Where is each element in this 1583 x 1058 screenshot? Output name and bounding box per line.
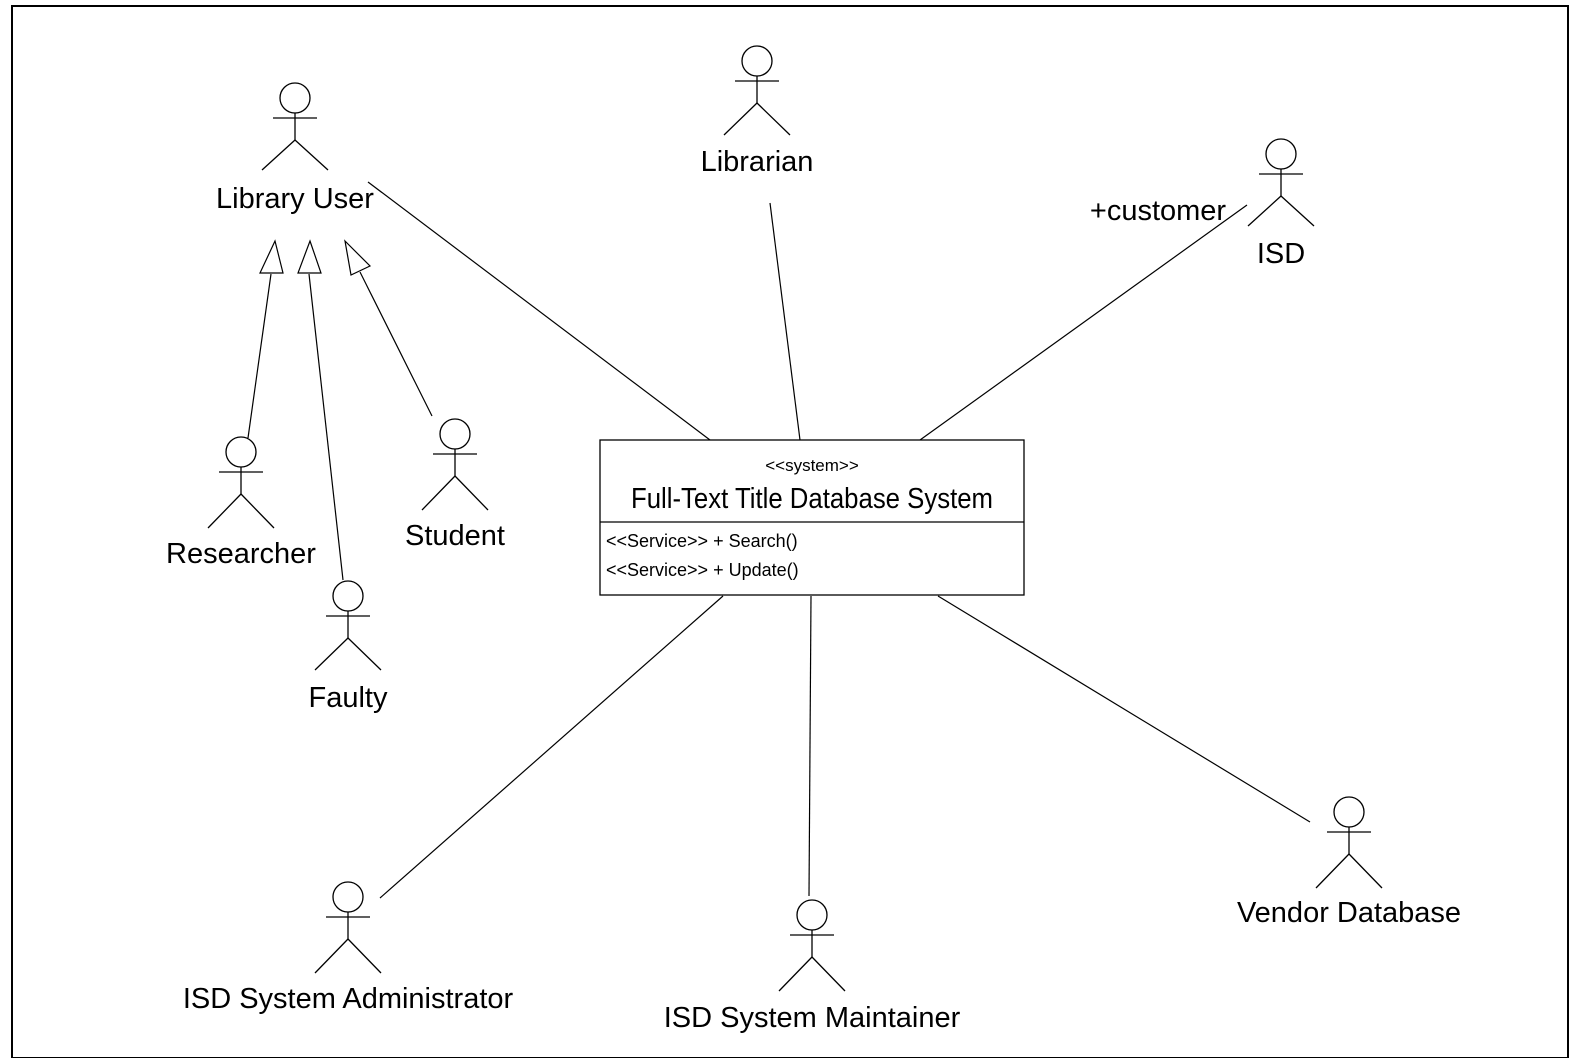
system-stereotype: <<system>> (765, 456, 859, 475)
system-operation-search: <<Service>> + Search() (606, 531, 798, 551)
actor-isd-system-administrator[interactable]: ISD System Administrator (183, 881, 514, 1015)
generalizations (247, 239, 433, 581)
system-operation-update: <<Service>> + Update() (606, 560, 799, 580)
association-isd-system-administrator (379, 595, 724, 899)
association-isd (919, 204, 1248, 441)
system-box[interactable]: <<system>> Full-Text Title Database Syst… (599, 439, 1025, 596)
actor-label-isd-system-maintainer: ISD System Maintainer (664, 1002, 961, 1034)
actor-isd[interactable]: ISD +customer (1090, 138, 1315, 270)
role-label-customer: +customer (1090, 195, 1227, 227)
actor-researcher[interactable]: Researcher (166, 436, 316, 570)
actor-label-librarian: Librarian (701, 146, 814, 178)
stick-figure-icon (314, 881, 382, 974)
system-name: Full-Text Title Database System (631, 483, 993, 515)
actor-label-faulty: Faulty (309, 682, 388, 714)
actor-student[interactable]: Student (405, 418, 505, 552)
associations (367, 181, 1311, 899)
stick-figure-icon (421, 418, 489, 511)
association-library-user (367, 181, 711, 441)
actor-librarian[interactable]: Librarian (701, 45, 814, 178)
stick-figure-icon (1247, 138, 1315, 227)
generalization-student (359, 271, 433, 417)
actor-label-researcher: Researcher (166, 538, 316, 570)
generalization-arrowhead-student (344, 239, 372, 276)
generalization-arrowhead-researcher (259, 239, 284, 274)
actor-label-isd: ISD (1257, 238, 1305, 270)
actor-label-isd-system-administrator: ISD System Administrator (183, 983, 514, 1015)
actor-label-library-user: Library User (216, 183, 374, 215)
generalization-arrowhead-faulty (297, 239, 322, 274)
association-librarian (769, 202, 801, 441)
generalization-researcher (247, 273, 272, 439)
stick-figure-icon (723, 45, 791, 136)
generalization-faulty (308, 273, 344, 581)
system-box-outline (599, 439, 1025, 596)
association-isd-system-maintainer (808, 595, 812, 897)
diagram-frame (11, 5, 1569, 1058)
stick-figure-icon (207, 436, 275, 529)
actor-label-student: Student (405, 520, 505, 552)
actor-isd-system-maintainer[interactable]: ISD System Maintainer (664, 899, 961, 1034)
stick-figure-icon (778, 899, 846, 992)
actor-faulty[interactable]: Faulty (309, 580, 388, 714)
association-vendor-database (937, 595, 1311, 823)
stick-figure-icon (314, 580, 382, 671)
actor-vendor-database[interactable]: Vendor Database (1237, 796, 1461, 929)
actor-label-vendor-database: Vendor Database (1237, 897, 1461, 929)
stick-figure-icon (261, 82, 329, 171)
stick-figure-icon (1315, 796, 1383, 889)
actor-library-user[interactable]: Library User (216, 82, 374, 215)
